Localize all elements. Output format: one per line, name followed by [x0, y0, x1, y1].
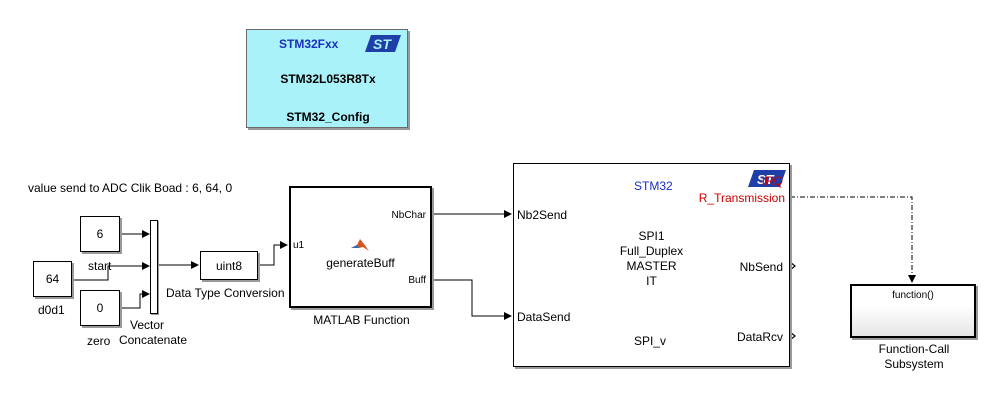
- spi-irq-label: IRQ: [761, 174, 783, 188]
- datarcv-port-chevron: [789, 331, 796, 341]
- config-device: STM32L053R8Tx: [280, 72, 376, 86]
- constant-value: 6: [96, 227, 104, 241]
- stm32-config-block[interactable]: STM32Fxx ST STM32L053R8Tx STM32_Config: [246, 29, 408, 128]
- wire-convert-out: [258, 241, 288, 266]
- matlab-out-buff: Buff: [408, 275, 426, 286]
- svg-text:ST: ST: [373, 36, 392, 52]
- config-name: STM32_Config: [286, 110, 370, 124]
- constant-value: 0: [96, 301, 104, 315]
- constant-block-zero[interactable]: 0: [80, 290, 120, 326]
- wire-zero: [120, 290, 150, 309]
- constant-block-d0d1[interactable]: 64: [33, 261, 72, 297]
- annotation-text: value send to ADC Clik Boad : 6, 64, 0: [28, 181, 233, 195]
- matlab-function-block[interactable]: u1 NbChar Buff generateBuff: [289, 186, 432, 308]
- matlab-out-nbchar: NbChar: [391, 210, 426, 221]
- svg-text:ST: ST: [757, 172, 775, 187]
- vector-concatenate-block[interactable]: [150, 220, 158, 314]
- spi-footer: SPI_v: [634, 334, 667, 348]
- spi-in-nb2send: Nb2Send: [517, 208, 568, 222]
- spi-out-datarcv: DataRcv: [736, 330, 783, 344]
- constant-value: 64: [45, 272, 60, 286]
- spi-config-line1: SPI1: [638, 229, 665, 243]
- matlab-inport-label: u1: [293, 240, 305, 251]
- spi-in-datasend: DataSend: [517, 310, 571, 324]
- st-logo-icon: ST: [361, 32, 403, 61]
- wire-function-call: [790, 196, 916, 283]
- st-logo-icon: ST: [744, 168, 788, 195]
- config-family: STM32Fxx: [279, 37, 339, 51]
- constant-label-d0d1: d0d1: [38, 303, 65, 317]
- convert-label: Data Type Conversion: [166, 286, 285, 300]
- constant-block-start[interactable]: 6: [80, 216, 120, 252]
- matlab-logo-icon: [351, 238, 369, 257]
- spi-config-line3: MASTER: [626, 259, 677, 273]
- concat-label-line2: Concatenate: [118, 333, 188, 347]
- function-call-subsystem-block[interactable]: function(): [850, 284, 976, 338]
- spi-config-line2: Full_Duplex: [619, 244, 684, 258]
- fc-label-line1: Function-Call: [878, 342, 950, 356]
- matlab-block-label: MATLAB Function: [313, 313, 410, 327]
- spi-out-nbsend: NbSend: [739, 260, 783, 274]
- spi-irq-output: R_Transmission: [698, 191, 785, 205]
- spi-block[interactable]: STM32 ST IRQ R_Transmission Nb2Send Data…: [513, 163, 790, 367]
- wire-buff: [432, 279, 512, 320]
- data-type-conversion-block[interactable]: uint8: [200, 251, 258, 280]
- constant-label-zero: zero: [87, 334, 111, 348]
- nbsend-port-chevron: [789, 261, 796, 271]
- spi-config-line4: IT: [646, 274, 657, 288]
- matlab-center-label: generateBuff: [326, 256, 395, 270]
- spi-title: STM32: [634, 179, 673, 193]
- wire-d0d1: [72, 262, 150, 281]
- convert-value: uint8: [215, 259, 243, 273]
- function-call-port-label: function(): [892, 290, 934, 301]
- concat-label-line1: Vector: [129, 318, 165, 332]
- constant-label-start: start: [88, 259, 112, 273]
- fc-label-line2: Subsystem: [884, 357, 944, 371]
